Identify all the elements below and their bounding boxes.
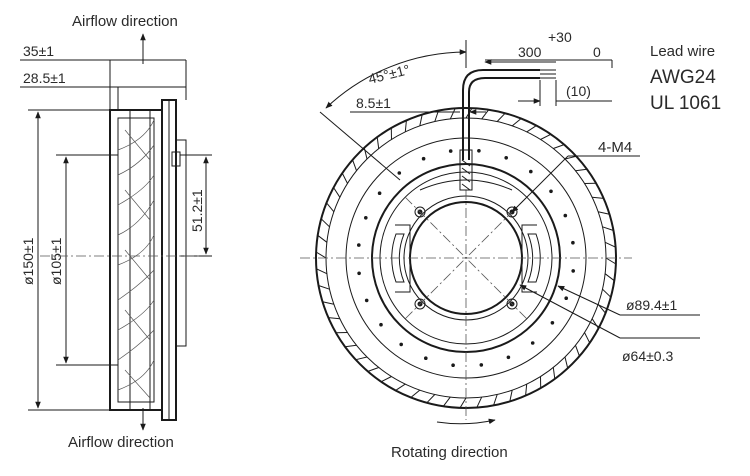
ring-tooth [322,301,335,305]
ring-tooth [509,389,513,402]
vent-hole [451,363,455,368]
lead-wire-gauge: AWG24 [650,67,716,88]
rotating-arrow [436,418,496,425]
ring-tooth [376,137,380,149]
ring-tooth [345,344,357,348]
ring-tooth [552,367,556,379]
ring-tooth [395,383,406,391]
ring-tooth [419,114,423,127]
angle-arc [325,49,467,109]
vent-hole [550,321,555,325]
ring-tooth [564,155,577,160]
vent-hole [379,322,383,327]
vent-hole [479,363,484,367]
vent-hole [571,269,575,273]
vent-hole [477,149,481,153]
vent-hole [357,243,361,247]
dim-35-label: 35±1 [23,43,54,59]
ring-tooth [481,109,490,120]
vent-hole [506,355,511,360]
ring-tooth [320,218,330,228]
ring-tooth [605,257,617,265]
ring-tooth [449,108,456,120]
ring-tooth [493,394,498,406]
tol-plus-label: +30 [548,29,572,45]
vent-hole [399,342,404,347]
airflow-bottom-label: Airflow direction [68,434,174,451]
dim-8-5-label: 8.5±1 [356,95,391,111]
ring-tooth [352,159,357,171]
lead-wire-title: Lead wire [650,43,715,60]
ring-tooth [355,356,368,361]
ring-tooth [604,241,616,248]
strip-length-label: (10) [566,83,591,99]
vent-hole [421,156,426,161]
ring-tooth [404,120,407,132]
ring-tooth [592,196,604,199]
vent-hole [364,298,369,303]
vent-hole [364,216,368,220]
tol-minus-label: 0 [593,44,601,60]
vent-hole [564,296,568,301]
dim-28-5-label: 28.5±1 [23,70,66,86]
vent-hole [504,156,509,160]
ring-tooth [597,211,610,215]
vent-hole [377,191,382,195]
ring-tooth [341,172,348,184]
lead-wire-spec: Lead wire AWG24 UL 1061 [650,43,721,114]
ring-tooth [315,251,327,259]
dim-64-label: ø64±0.3 [622,348,673,364]
ring-tooth [496,112,506,122]
vent-hole [357,271,361,276]
ring-tooth [410,389,421,398]
ring-tooth [318,285,330,290]
vent-hole [397,171,402,175]
ring-tooth [526,125,537,133]
ring-tooth [442,396,451,407]
ring-tooth [575,168,587,172]
ring-tooth [316,268,328,275]
side-view: Airflow direction Airflow direction 35±1… [20,13,212,451]
lead-length-label: 300 [518,44,542,60]
vent-hole [549,189,553,194]
screw-label: 4-M4 [598,139,632,156]
lead-wire-standard: UL 1061 [650,93,721,114]
dim-89-4-label: ø89.4±1 [626,297,677,313]
ring-tooth [328,317,340,320]
ring-tooth [553,144,565,149]
ring-tooth [564,356,569,369]
ring-tooth [367,367,379,372]
angle-label: 45°±1° [367,61,412,87]
fan-side-body [109,99,187,421]
airflow-top-label: Airflow direction [72,13,178,30]
ring-tooth [426,394,436,404]
dim-105-label: ø105±1 [48,237,64,285]
ring-tooth [317,234,328,243]
rotating-label: Rotating direction [391,444,508,461]
ring-tooth [584,332,591,344]
ring-tooth [591,318,599,329]
vent-hole [529,169,533,174]
ring-tooth [459,397,467,409]
vent-hole [563,213,568,218]
ring-tooth [333,187,341,198]
vent-hole [571,240,575,245]
ring-tooth [540,133,552,140]
ring-tooth [511,118,522,127]
ring-tooth [602,288,612,298]
ring-tooth [476,396,483,408]
front-view: 45°±1° 8.5±1 +30 300 0 (10) 4-M4 ø89.4±1… [300,29,700,461]
vent-hole [424,356,428,361]
dim-150-label: ø150±1 [20,237,36,285]
vent-hole [530,341,535,345]
ring-tooth [575,345,580,357]
dim-51-2-label: 51.2±1 [189,189,205,232]
ring-tooth [380,376,392,383]
ring-tooth [326,202,335,213]
ring-tooth [525,384,528,396]
vent-hole [448,149,453,153]
ring-tooth [604,273,615,282]
ring-tooth [602,226,614,231]
